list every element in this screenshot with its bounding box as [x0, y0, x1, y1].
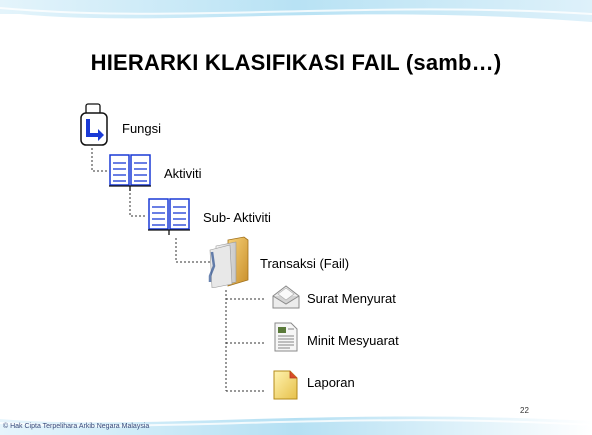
bottom-wave-decoration [0, 416, 592, 435]
document-icon [274, 322, 298, 352]
fungsi-label: Fungsi [122, 121, 162, 136]
envelope-icon [272, 285, 300, 309]
slide-title: HIERARKI KLASIFIKASI FAIL (samb…) [90, 50, 502, 75]
document-label-minit: Minit Mesyuarat [307, 333, 399, 348]
document-label-surat: Surat Menyurat [307, 291, 396, 306]
page-number: 22 [520, 406, 529, 415]
transaksi-label: Transaksi (Fail) [260, 256, 350, 271]
function-arrow-icon [80, 103, 108, 146]
copyright-notice: © Hak Cipta Terpelihara Arkib Negara Mal… [3, 423, 150, 430]
folder-icon [208, 236, 249, 288]
document-label-laporan: Laporan [307, 375, 355, 390]
top-wave-decoration [0, 0, 592, 22]
open-book-icon [109, 154, 151, 191]
aktiviti-label: Aktiviti [164, 166, 202, 181]
open-book-icon [148, 198, 190, 235]
report-page-icon [273, 370, 298, 400]
sub-aktiviti-label: Sub- Aktiviti [203, 210, 271, 225]
